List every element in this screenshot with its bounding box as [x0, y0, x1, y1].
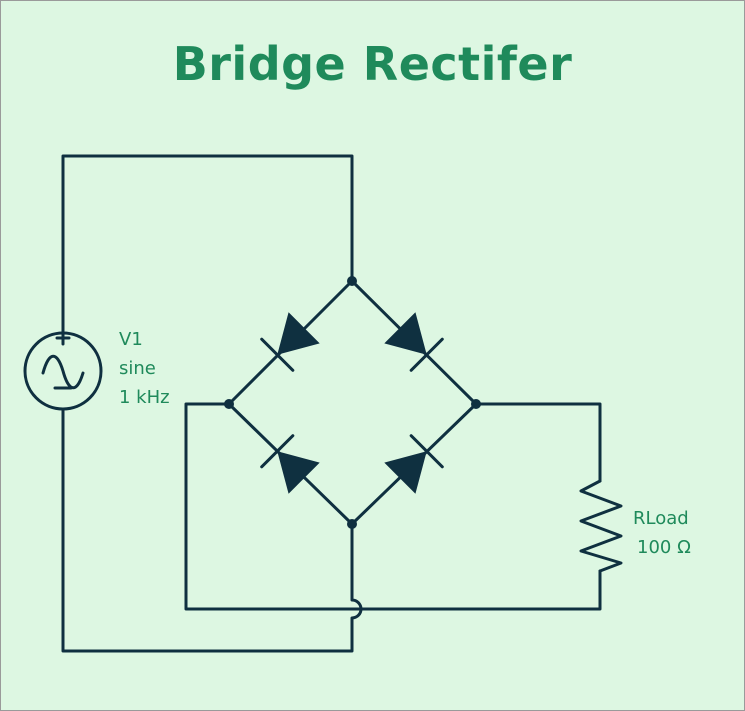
plus-sign-icon [55, 330, 71, 346]
diagram-title: Bridge Rectifer [172, 37, 573, 91]
diode-d4 [384, 434, 444, 494]
node-bottom [347, 519, 357, 529]
diode-d1 [260, 312, 320, 372]
source-frequency-label: 1 kHz [119, 387, 170, 408]
source-name-label: V1 [119, 329, 143, 350]
wire-source-bottom [61, 407, 363, 653]
sine-wave-icon [41, 354, 85, 390]
node-right [471, 399, 481, 409]
wire-source-top [61, 154, 354, 335]
wire-left-return [184, 402, 602, 611]
diode-d3 [260, 434, 320, 494]
load-name-label: RLoad [633, 508, 689, 529]
node-top [347, 276, 357, 286]
resistor-rload [579, 479, 623, 573]
load-value-label: 100 Ω [637, 537, 691, 558]
wire-bridge-diamond [227, 279, 478, 526]
node-left [224, 399, 234, 409]
source-type-label: sine [119, 358, 156, 379]
diode-d2 [384, 312, 444, 372]
ac-source [23, 330, 103, 411]
wire-right-load [474, 402, 602, 483]
wires [61, 154, 602, 653]
